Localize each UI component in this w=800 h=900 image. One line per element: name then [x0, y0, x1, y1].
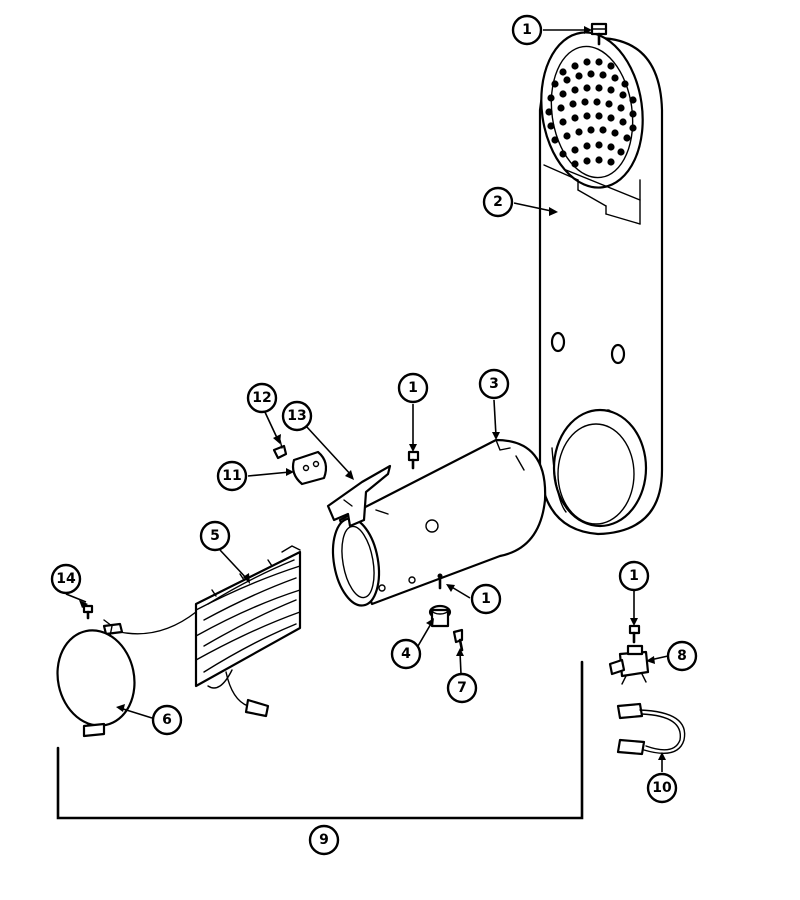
callout-label: 1 — [408, 380, 418, 396]
callout-label: 2 — [493, 194, 503, 210]
callout-label: 9 — [319, 832, 329, 848]
callout-label: 4 — [401, 646, 411, 662]
callout-12-clip: 12 — [246, 382, 278, 414]
perforation-holes — [545, 58, 637, 168]
callout-label: 1 — [629, 568, 639, 584]
callout-6-cover-shield: 6 — [151, 704, 183, 736]
part-thermal-fuse — [608, 644, 650, 685]
callout-label: 13 — [287, 408, 306, 424]
callout-label: 3 — [489, 376, 499, 392]
part-heater-housing — [331, 438, 547, 607]
part-jumper-wire — [616, 702, 686, 756]
callout-label: 5 — [210, 528, 220, 544]
callout-13-bracket: 13 — [281, 400, 313, 432]
leader-lines — [65, 26, 669, 772]
callout-3-heater-housing: 3 — [478, 368, 510, 400]
callout-5-heater-element: 5 — [199, 520, 231, 552]
callout-8-thermal-fuse: 8 — [666, 640, 698, 672]
part-wire-leads — [102, 611, 270, 718]
callout-9-assembly: 9 — [308, 824, 340, 856]
callout-1-housing-bottom-screw: 1 — [470, 583, 502, 615]
callout-label: 14 — [56, 571, 76, 587]
group-bracket-9 — [56, 660, 584, 820]
callout-label: 12 — [252, 390, 271, 406]
part-screw-7 — [452, 628, 464, 652]
part-heater-element — [194, 545, 302, 689]
callout-11-plate: 11 — [216, 460, 248, 492]
part-heater-duct — [538, 31, 664, 536]
part-screw-14 — [82, 604, 94, 620]
part-screw-top — [590, 22, 608, 46]
callout-4-thermostat: 4 — [390, 638, 422, 670]
callout-label: 6 — [162, 712, 172, 728]
part-bracket — [326, 464, 392, 528]
callout-label: 1 — [481, 591, 491, 607]
callout-7-screw: 7 — [446, 672, 478, 704]
callout-1-top-screw: 1 — [511, 14, 543, 46]
callout-14-screw: 14 — [50, 563, 82, 595]
part-screw-housing-top — [407, 450, 420, 470]
part-screw-housing-bottom — [437, 573, 443, 590]
callout-1-fuse-screw: 1 — [618, 560, 650, 592]
callout-label: 7 — [457, 680, 467, 696]
part-cover-shield — [56, 619, 136, 738]
callout-10-jumper-wire: 10 — [646, 772, 678, 804]
part-screw-fuse — [628, 624, 641, 644]
callout-label: 10 — [652, 780, 672, 796]
callout-label: 8 — [677, 648, 687, 664]
callout-2-heater-duct: 2 — [482, 186, 514, 218]
part-clip — [272, 439, 288, 460]
callout-label: 1 — [522, 22, 532, 38]
part-plate — [291, 450, 328, 486]
part-thermostat — [428, 604, 452, 628]
callout-1-housing-screw: 1 — [397, 372, 429, 404]
callout-label: 11 — [222, 468, 241, 484]
